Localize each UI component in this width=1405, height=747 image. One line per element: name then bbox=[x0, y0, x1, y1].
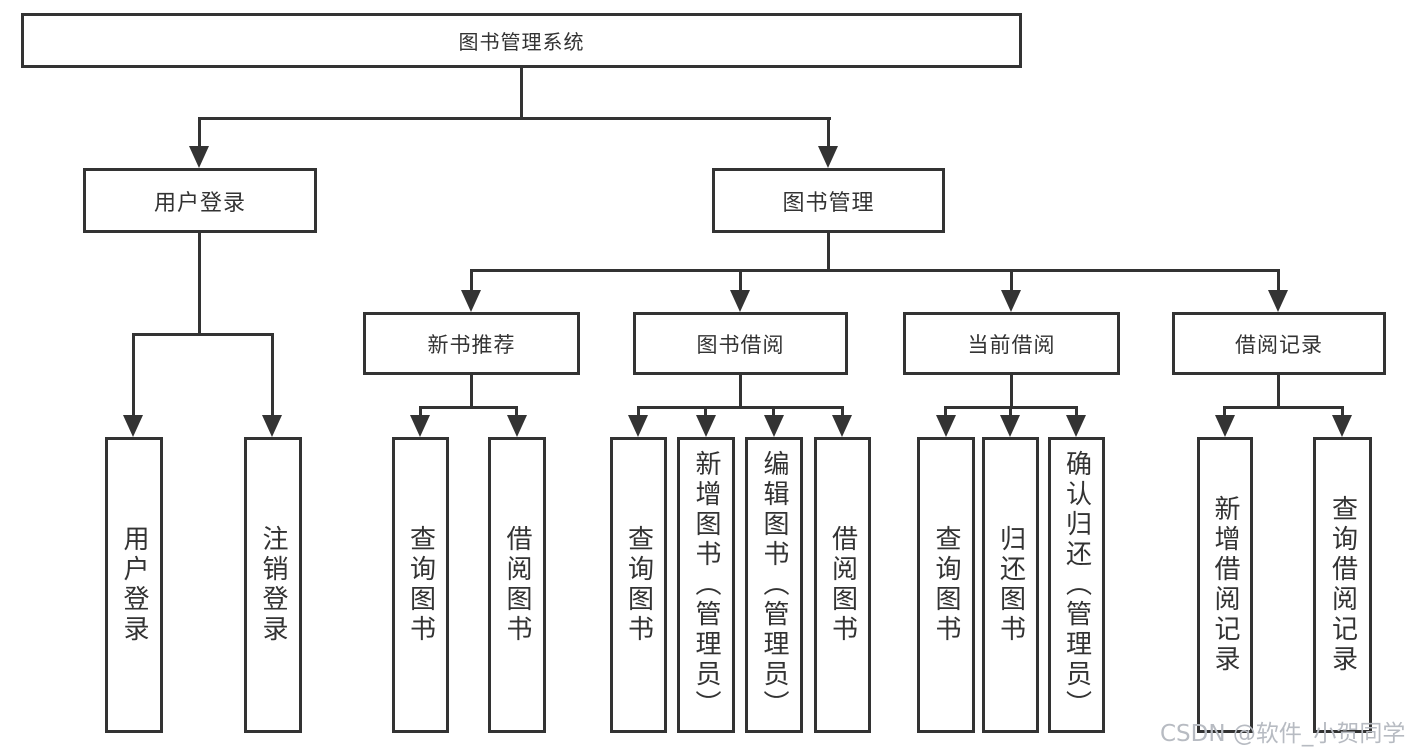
connector-line bbox=[1009, 406, 1012, 419]
leaf-add-borrow-record: 新增借阅记录 bbox=[1197, 437, 1253, 733]
node-label: 新书推荐 bbox=[427, 332, 516, 357]
connector-line bbox=[419, 406, 422, 419]
leaf-confirm-return-admin: 确认归还（管理员） bbox=[1048, 437, 1105, 733]
arrow-down-icon bbox=[1066, 415, 1086, 437]
arrow-down-icon bbox=[461, 290, 481, 312]
node-current-borrowing: 当前借阅 bbox=[903, 312, 1120, 375]
node-label: 借阅图书 bbox=[827, 525, 858, 645]
arrow-down-icon bbox=[262, 415, 282, 437]
arrow-down-icon bbox=[628, 415, 648, 437]
node-label: 归还图书 bbox=[995, 525, 1026, 645]
connector-line bbox=[198, 117, 201, 149]
leaf-borrow-books-recommend: 借阅图书 bbox=[488, 437, 546, 733]
connector-line bbox=[1223, 406, 1226, 419]
connector-line bbox=[271, 333, 274, 417]
node-label: 查询图书 bbox=[623, 525, 654, 645]
connector-line bbox=[841, 406, 844, 419]
leaf-query-borrow-record: 查询借阅记录 bbox=[1313, 437, 1372, 733]
connector-line bbox=[1341, 406, 1344, 419]
node-borrowing-records: 借阅记录 bbox=[1172, 312, 1386, 375]
watermark: CSDN @软件_小贺同学 bbox=[1160, 721, 1405, 747]
connector-line bbox=[1277, 269, 1280, 294]
connector-line bbox=[132, 333, 272, 336]
node-label: 当前借阅 bbox=[967, 332, 1056, 357]
node-label: 图书借阅 bbox=[696, 332, 785, 357]
connector-line bbox=[198, 233, 201, 336]
connector-line bbox=[1075, 406, 1078, 419]
node-new-book-recommendation: 新书推荐 bbox=[363, 312, 580, 375]
connector-line bbox=[704, 406, 707, 419]
node-label: 新增借阅记录 bbox=[1210, 495, 1240, 675]
leaf-query-books-borrowing: 查询图书 bbox=[610, 437, 667, 733]
arrow-down-icon bbox=[696, 415, 716, 437]
node-label: 新增图书（管理员） bbox=[691, 450, 721, 720]
connector-line bbox=[1010, 375, 1013, 409]
connector-line bbox=[637, 406, 640, 419]
leaf-query-books-current: 查询图书 bbox=[917, 437, 975, 733]
leaf-query-books-recommend: 查询图书 bbox=[392, 437, 449, 733]
leaf-add-book-admin: 新增图书（管理员） bbox=[677, 437, 735, 733]
node-label: 用户登录 bbox=[119, 525, 149, 645]
node-label: 注销登录 bbox=[258, 525, 288, 645]
node-label: 借阅图书 bbox=[502, 525, 532, 645]
arrow-down-icon bbox=[1332, 415, 1352, 437]
arrow-down-icon bbox=[123, 415, 143, 437]
connector-line bbox=[772, 406, 775, 419]
arrow-down-icon bbox=[764, 415, 784, 437]
arrow-down-icon bbox=[936, 415, 956, 437]
node-book-borrowing: 图书借阅 bbox=[633, 312, 848, 375]
node-label: 查询借阅记录 bbox=[1327, 495, 1358, 675]
connector-line bbox=[739, 375, 742, 409]
leaf-borrow-books: 借阅图书 bbox=[814, 437, 871, 733]
node-label: 编辑图书（管理员） bbox=[759, 450, 789, 720]
connector-line bbox=[1223, 406, 1344, 409]
connector-line bbox=[470, 375, 473, 409]
connector-line bbox=[132, 333, 135, 417]
node-label: 图书管理 bbox=[782, 190, 875, 216]
arrow-down-icon bbox=[832, 415, 852, 437]
node-label: 用户登录 bbox=[153, 190, 246, 216]
connector-line bbox=[944, 406, 947, 419]
arrow-down-icon bbox=[1215, 415, 1235, 437]
connector-line bbox=[1277, 375, 1280, 409]
connector-line bbox=[739, 269, 742, 294]
connector-line bbox=[520, 68, 523, 118]
connector-line bbox=[198, 117, 831, 120]
arrow-down-icon bbox=[1000, 415, 1020, 437]
connector-line bbox=[470, 269, 1280, 272]
node-label: 查询图书 bbox=[405, 525, 436, 645]
node-label: 借阅记录 bbox=[1235, 332, 1323, 357]
connector-line bbox=[470, 269, 473, 294]
leaf-return-books: 归还图书 bbox=[982, 437, 1039, 733]
node-label: 图书管理系统 bbox=[458, 30, 585, 54]
connector-line bbox=[1010, 269, 1013, 294]
arrow-down-icon bbox=[189, 146, 209, 168]
connector-line bbox=[515, 406, 518, 419]
node-user-login: 用户登录 bbox=[83, 168, 317, 233]
node-label: 查询图书 bbox=[931, 525, 961, 645]
arrow-down-icon bbox=[410, 415, 430, 437]
node-library-management-system: 图书管理系统 bbox=[21, 13, 1022, 68]
arrow-down-icon bbox=[1268, 290, 1288, 312]
node-book-management: 图书管理 bbox=[712, 168, 945, 233]
connector-line bbox=[827, 233, 830, 272]
connector-line bbox=[827, 117, 830, 149]
arrow-down-icon bbox=[1001, 290, 1021, 312]
arrow-down-icon bbox=[730, 290, 750, 312]
arrow-down-icon bbox=[818, 146, 838, 168]
leaf-logout: 注销登录 bbox=[244, 437, 302, 733]
node-label: 确认归还（管理员） bbox=[1061, 450, 1092, 720]
arrow-down-icon bbox=[507, 415, 527, 437]
connector-line bbox=[637, 406, 844, 409]
connector-line bbox=[419, 406, 518, 409]
leaf-user-login: 用户登录 bbox=[105, 437, 163, 733]
leaf-edit-book-admin: 编辑图书（管理员） bbox=[745, 437, 803, 733]
